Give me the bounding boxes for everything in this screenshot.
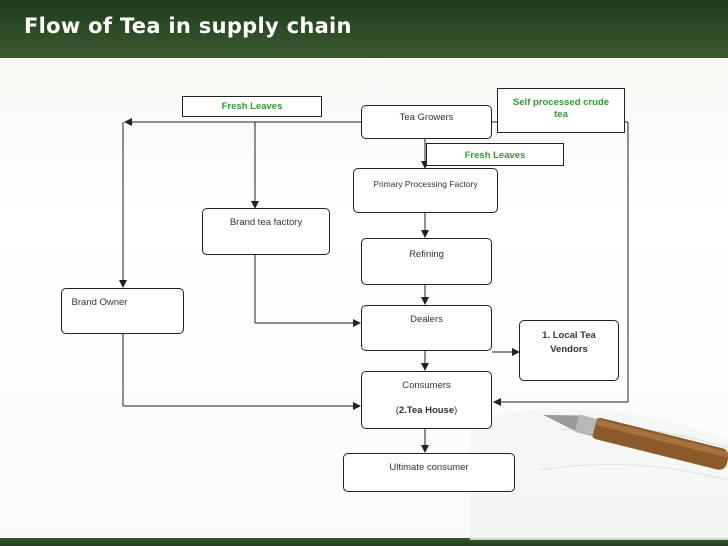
tea-house-label: 2.Tea House <box>398 405 455 416</box>
refining-label: Refining <box>409 249 444 260</box>
tea-house-close-paren: ) <box>454 405 458 416</box>
fresh-leaves-label-left: Fresh Leaves <box>182 96 322 117</box>
tea-growers-label: Tea Growers <box>399 112 454 123</box>
tea-growers-box: Tea Growers <box>361 105 492 139</box>
tea-house-line: (2.Tea House) <box>362 405 491 416</box>
refining-box: Refining <box>361 238 492 285</box>
bottom-bar <box>0 538 728 546</box>
ultimate-consumer-label: Ultimate consumer <box>389 462 469 473</box>
tea-house-open-paren: ( <box>395 405 399 416</box>
brand-tea-factory-label: Brand tea factory <box>229 217 303 228</box>
brand-owner-label: Brand Owner <box>71 297 128 308</box>
dealers-box: Dealers <box>361 305 492 351</box>
brand-tea-factory-box: Brand tea factory <box>202 208 330 255</box>
primary-processing-label: Primary Processing Factory <box>373 179 478 189</box>
slide-title: Flow of Tea in supply chain <box>24 14 352 38</box>
self-processed-text-line2: tea <box>554 109 568 120</box>
local-tea-vendors-line2: Vendors <box>550 344 588 355</box>
primary-processing-factory-box: Primary Processing Factory <box>353 168 498 213</box>
fresh-leaves-right-text: Fresh Leaves <box>464 150 526 161</box>
fresh-leaves-left-text: Fresh Leaves <box>221 101 283 112</box>
consumers-label: Consumers <box>402 380 451 391</box>
ultimate-consumer-box: Ultimate consumer <box>343 453 515 492</box>
brand-owner-box: Brand Owner <box>61 288 184 334</box>
self-processed-crude-tea-label: Self processed crude tea <box>497 88 625 133</box>
title-bar <box>0 0 728 58</box>
local-tea-vendors-box: 1. Local Tea Vendors <box>519 320 619 381</box>
dealers-label: Dealers <box>410 314 443 325</box>
local-tea-vendors-line1: 1. Local Tea <box>542 330 596 341</box>
self-processed-text-line1: Self processed crude <box>512 97 610 108</box>
consumers-box: Consumers (2.Tea House) <box>361 371 492 429</box>
fresh-leaves-label-right: Fresh Leaves <box>426 143 564 166</box>
